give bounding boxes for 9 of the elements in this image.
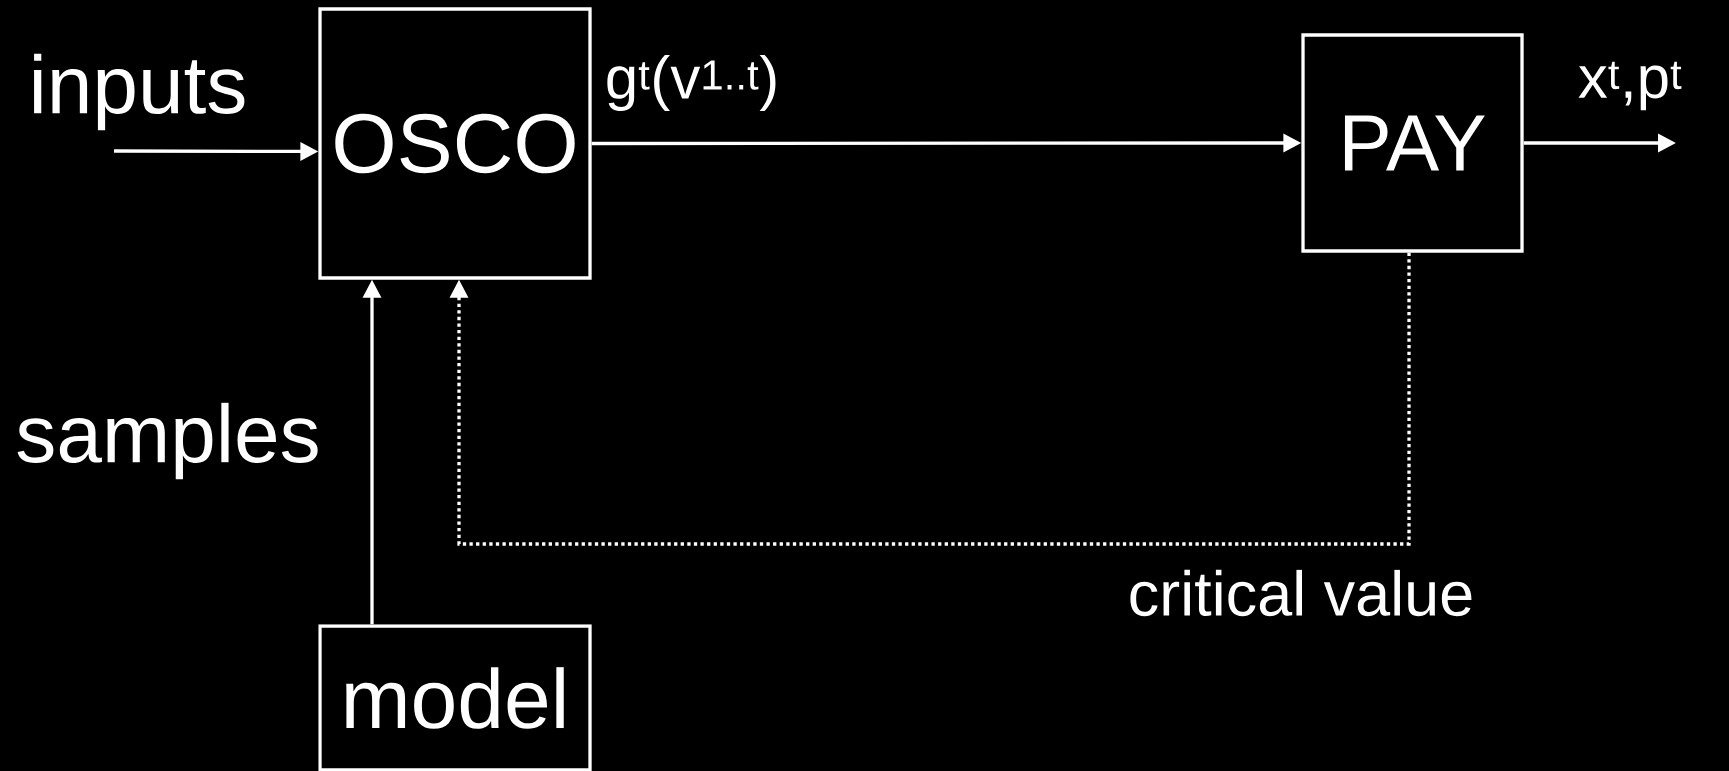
- edge-label: inputs: [34, 53, 245, 131]
- process-box: OSCO: [318, 7, 592, 280]
- arrow: [449, 252, 1411, 546]
- edge-label: g$^{t}$(v$^{1..t}$): [607, 55, 776, 111]
- edge-label: x$^{t}$,p$^{t}$: [1578, 61, 1682, 111]
- edge-label: samples: [17, 402, 318, 480]
- edge-label: critical value: [1130, 569, 1472, 617]
- process-box: PAY: [1301, 33, 1524, 253]
- process-box: model: [318, 624, 592, 771]
